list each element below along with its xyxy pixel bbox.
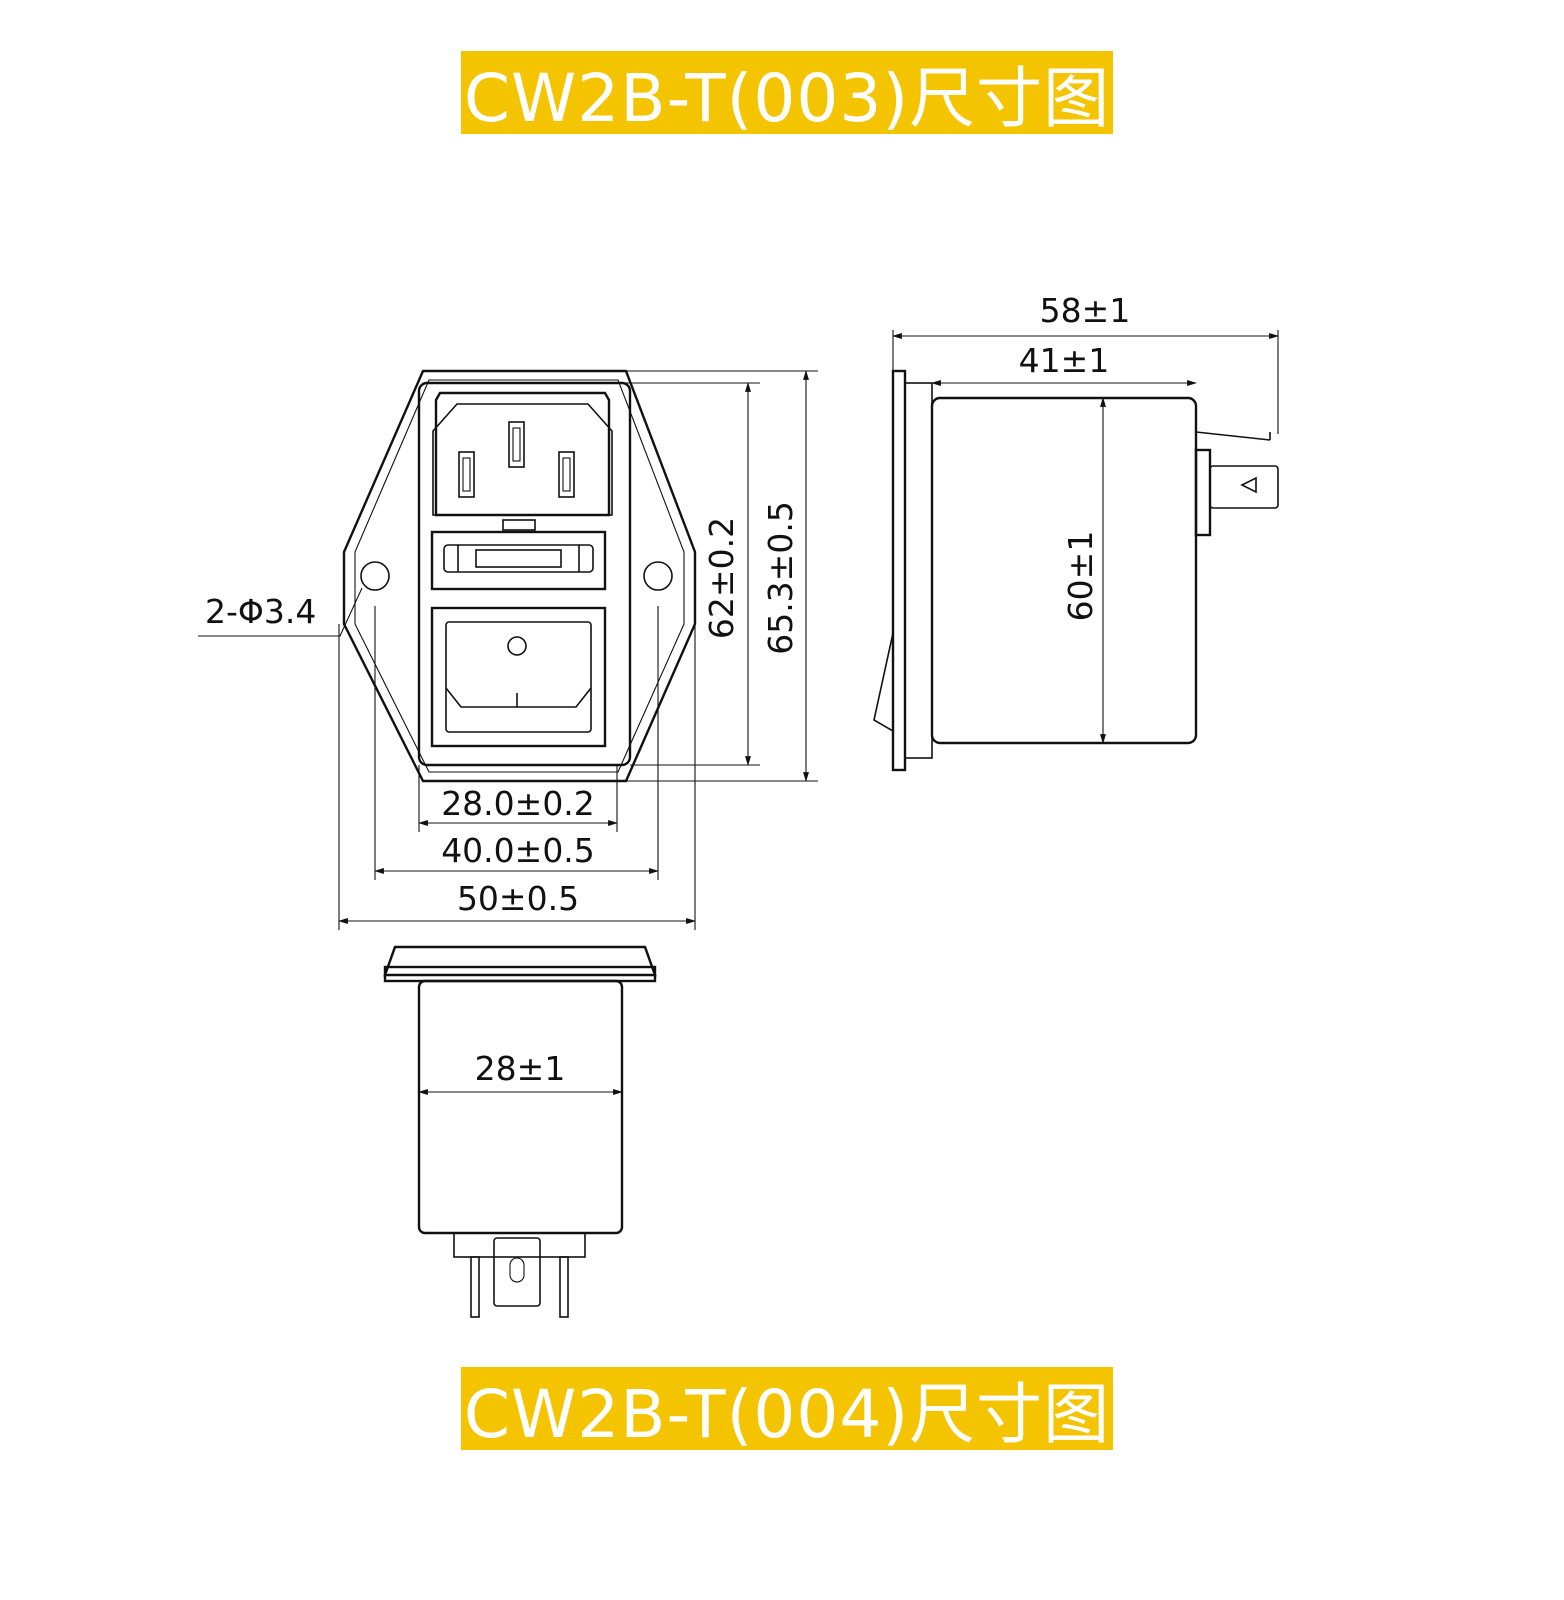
bottom-terminal-right bbox=[559, 1256, 569, 1318]
front-view-dimensions: 62±0.2 65.3±0.5 28.0±0.2 40.0±0.5 50±0.5 bbox=[338, 370, 818, 930]
side-flange bbox=[891, 369, 907, 772]
dim-body-depth: 41±1 bbox=[1019, 341, 1110, 380]
dim-inner-height: 62±0.2 bbox=[702, 517, 741, 639]
bottom-terminal-left bbox=[470, 1256, 480, 1318]
dim-total-depth: 58±1 bbox=[1040, 291, 1131, 330]
front-view: 2-Φ3.4 bbox=[198, 369, 697, 783]
mounting-hole-right bbox=[643, 561, 673, 591]
switch-off-mark bbox=[507, 636, 527, 656]
title-banner-003: CW2B-T(003)尺寸图 bbox=[461, 51, 1113, 137]
rocker-switch-frame bbox=[430, 606, 607, 748]
fuse-cartridge bbox=[443, 544, 594, 573]
dim-outer-height: 65.3±0.5 bbox=[761, 501, 800, 655]
hole-callout-leader bbox=[198, 587, 363, 637]
side-body bbox=[930, 396, 1198, 745]
bottom-view: 28±1 bbox=[383, 945, 657, 1318]
bottom-body bbox=[417, 979, 624, 1235]
mounting-hole-left bbox=[360, 561, 390, 591]
bottom-terminal-center bbox=[493, 1237, 541, 1307]
side-terminal bbox=[1194, 448, 1212, 537]
bottom-flange bbox=[383, 945, 657, 977]
fuse-holder bbox=[430, 530, 607, 591]
dim-hole-spacing: 40.0±0.5 bbox=[441, 831, 595, 870]
side-rocker bbox=[873, 632, 894, 732]
rocker-switch bbox=[445, 621, 592, 733]
dim-body-width-bottom: 28±1 bbox=[475, 1049, 566, 1088]
dim-flange-width: 50±0.5 bbox=[457, 879, 579, 918]
dim-body-height: 60±1 bbox=[1061, 531, 1100, 622]
hole-callout-label: 2-Φ3.4 bbox=[205, 592, 316, 631]
dim-body-width-front: 28.0±0.2 bbox=[441, 784, 595, 823]
side-view: 58±1 41±1 60±1 bbox=[873, 291, 1279, 772]
inlet-pin-earth bbox=[508, 421, 525, 468]
module-body bbox=[417, 381, 632, 767]
title-banner-004: CW2B-T(004)尺寸图 bbox=[461, 1367, 1113, 1453]
side-tab bbox=[1209, 465, 1279, 509]
inlet-pin-right bbox=[558, 451, 575, 498]
inlet-pin-left bbox=[458, 451, 475, 498]
